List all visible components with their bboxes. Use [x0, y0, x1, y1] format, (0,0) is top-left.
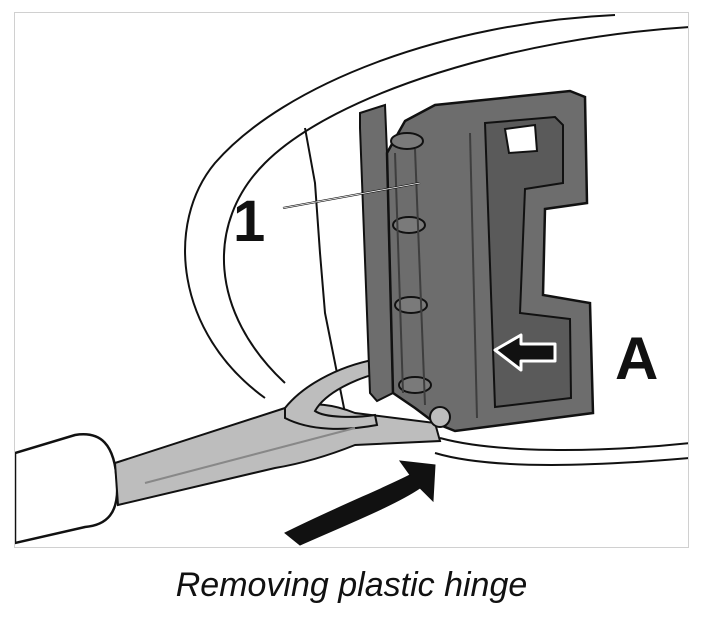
callout-direction-letter: A — [615, 329, 658, 389]
plastic-hinge — [360, 91, 593, 431]
hinge-removal-diagram — [15, 13, 689, 548]
screwdriver-handle — [15, 434, 117, 543]
hinge-pivot — [430, 407, 450, 427]
callout-part-number: 1 — [233, 193, 265, 251]
hinge-slot — [505, 125, 537, 153]
figure-caption: Removing plastic hinge — [0, 568, 703, 602]
diagram-frame: 1 A — [14, 12, 689, 548]
rotation-arrow-icon — [285, 461, 435, 545]
